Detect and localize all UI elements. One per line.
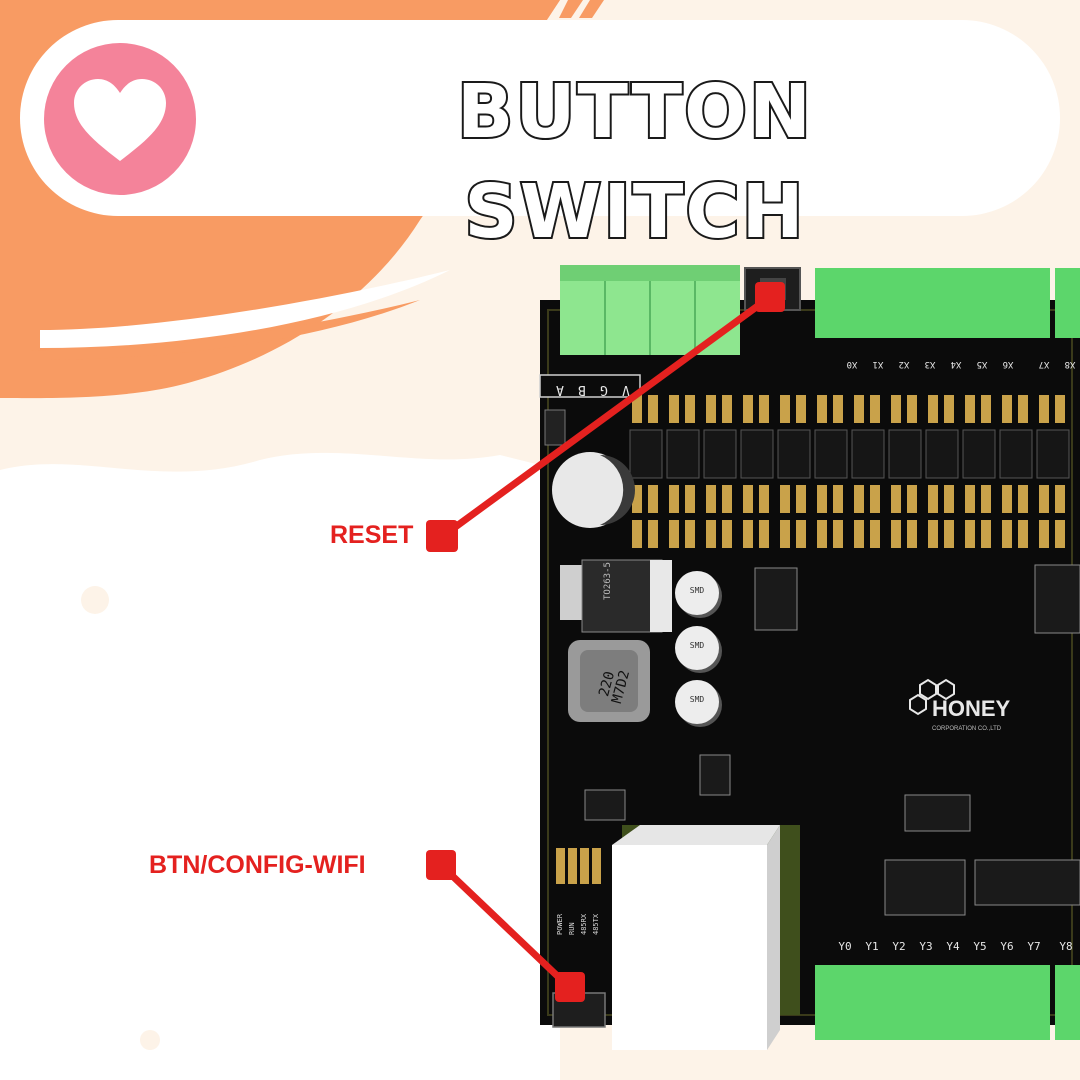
pin-label-top: X6 (1003, 359, 1014, 369)
pin-label-bottom: Y0 (838, 940, 851, 953)
reset-callout-marker (426, 520, 458, 552)
pin-label-top: X0 (847, 359, 858, 369)
led-label: 485RX (580, 913, 588, 935)
led-label: POWER (556, 913, 564, 935)
heart-icon (74, 79, 166, 161)
inductor-label-top: 220 (596, 670, 618, 699)
pin-label-bottom: Y3 (919, 940, 932, 953)
config-target-marker (555, 972, 585, 1002)
pin-label-bottom: Y2 (892, 940, 905, 953)
pin-label-top: X1 (873, 359, 884, 369)
bus-label: V (622, 382, 630, 397)
reset-label: RESET (330, 521, 414, 549)
smd-cap-label: SMD (690, 695, 705, 704)
pin-label-top: X4 (951, 359, 962, 369)
pin-label-bottom: Y7 (1027, 940, 1040, 953)
brand-name: HONEY (932, 696, 1011, 721)
pin-label-top: X5 (977, 359, 988, 369)
pin-label-bottom: Y8 (1059, 940, 1072, 953)
regulator-label: TO263-5 (603, 562, 613, 600)
honey-logo: HONEY CORPORATION CO.,LTD (909, 678, 1011, 732)
brand-subtitle: CORPORATION CO.,LTD (932, 726, 1002, 732)
pin-label-bottom: Y1 (865, 940, 878, 953)
reset-callout-line (439, 293, 774, 540)
pin-label-bottom: Y5 (973, 940, 986, 953)
pin-label-top: X2 (899, 359, 910, 369)
heart-badge (44, 43, 196, 195)
led-label: RUN (568, 922, 576, 935)
config-callout-marker (426, 850, 456, 880)
config-callout-line (438, 862, 574, 992)
bus-label: G (600, 382, 608, 397)
rj45-module (612, 845, 767, 1050)
bus-label: B (578, 382, 586, 397)
pin-label-top: X8 (1065, 359, 1076, 369)
reset-target-marker (755, 282, 785, 312)
smd-cap-label: SMD (690, 586, 705, 595)
bus-label: A (556, 382, 564, 397)
terminal-block-x (815, 268, 1050, 338)
pin-label-top: X3 (925, 359, 936, 369)
led-label: 485TX (592, 913, 600, 935)
page-title: BUTTON SWITCH (455, 67, 813, 257)
terminal-block-y (815, 965, 1050, 1040)
config-wifi-label: BTN/CONFIG-WIFI (149, 851, 366, 879)
pin-label-bottom: Y4 (946, 940, 960, 953)
smd-cap-label: SMD (690, 641, 705, 650)
pin-label-top: X7 (1039, 359, 1050, 369)
pin-label-bottom: Y6 (1000, 940, 1013, 953)
